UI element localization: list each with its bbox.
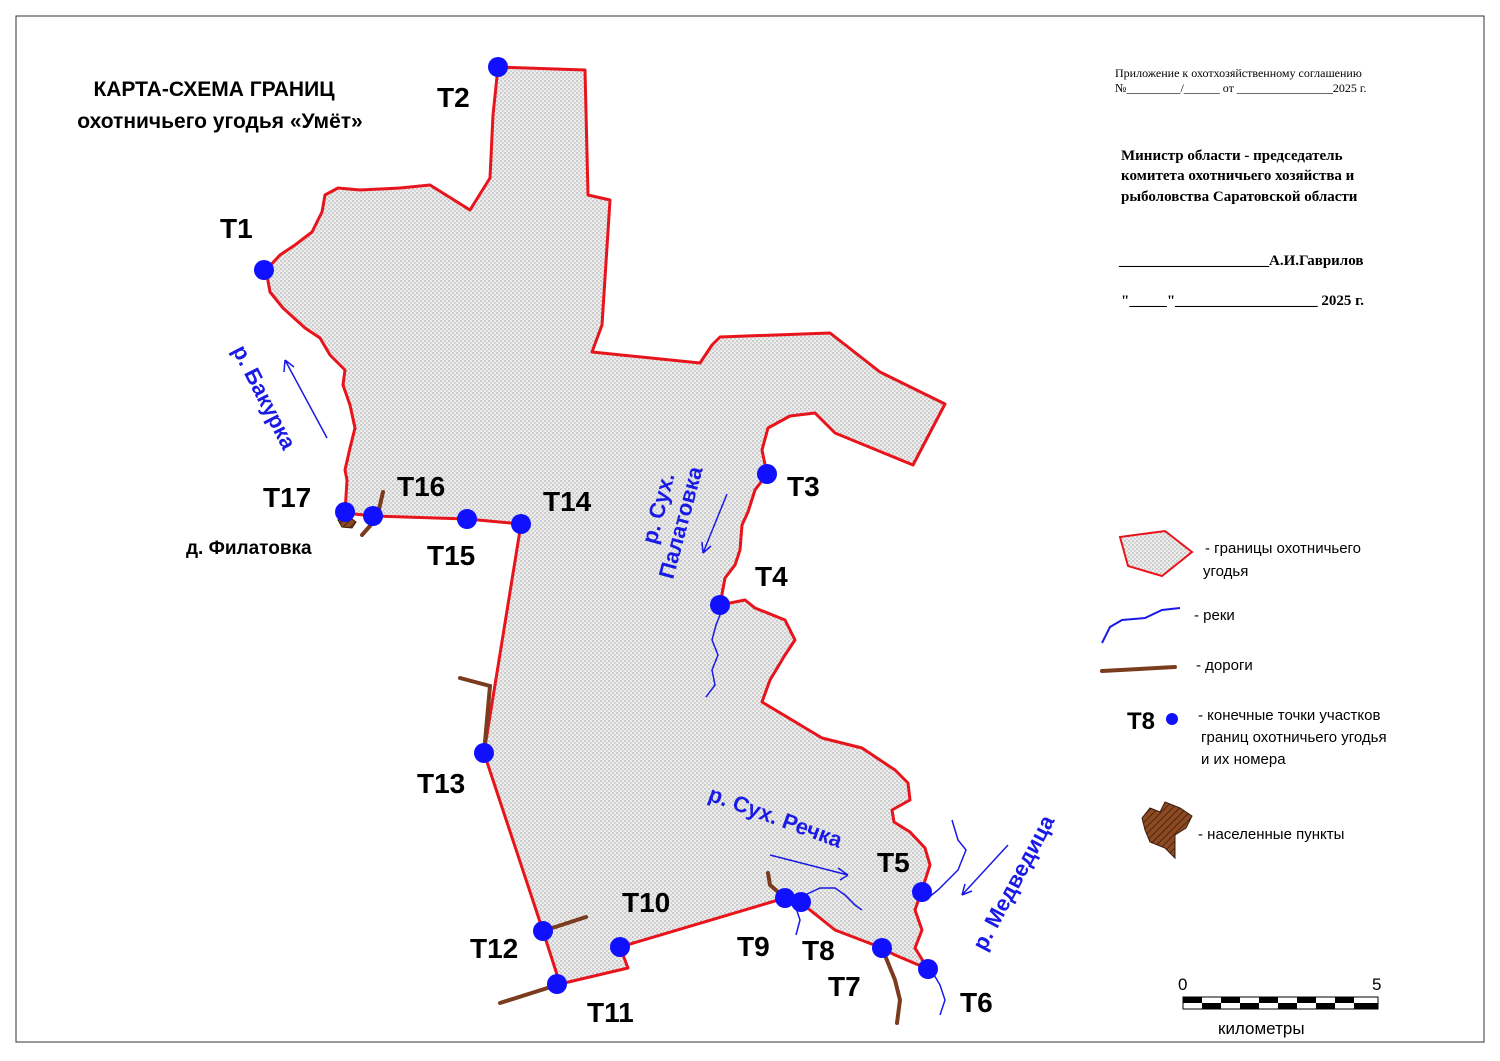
title-line-1: КАРТА-СХЕМА ГРАНИЦ: [93, 78, 335, 101]
scale-seg-9: [1335, 997, 1354, 1003]
point-t9: [775, 888, 795, 908]
scale-zero: 0: [1178, 975, 1187, 994]
appendix-line-2: №_________/______ от ________________202…: [1115, 81, 1366, 95]
approval-block: Приложение к охотхозяйственному соглашен…: [1115, 66, 1366, 309]
title-line-2: охотничьего угодья «Умёт»: [77, 110, 362, 133]
point-t13: [474, 743, 494, 763]
legend-boundary-swatch: [1118, 529, 1194, 578]
legend-settlement-swatch: [1141, 801, 1193, 860]
label-river-bakurka: р. Бакурка: [228, 341, 302, 454]
legend-river-swatch: [1101, 607, 1181, 644]
boundary-points: [254, 57, 938, 994]
scale-seg-5: [1259, 997, 1278, 1003]
official-line-3: рыболовства Саратовской области: [1121, 189, 1358, 205]
flow-arrows: [283, 359, 1009, 896]
legend: - границы охотничьего угодья - реки - до…: [1100, 529, 1387, 860]
scale-seg-2: [1202, 1003, 1221, 1009]
point-t16: [363, 506, 383, 526]
arrow-medveditsa: [961, 844, 1009, 896]
label-t4: Т4: [755, 561, 788, 592]
label-t10: Т10: [622, 887, 670, 918]
legend-road-swatch: [1100, 665, 1177, 673]
scale-five: 5: [1372, 975, 1381, 994]
scale-seg-10: [1354, 1003, 1378, 1009]
point-t2: [488, 57, 508, 77]
arrow-bakurka: [283, 359, 328, 439]
label-settlement-filatovka: д. Филатовка: [186, 538, 312, 559]
official-line-1: Министр области - председатель: [1121, 148, 1343, 164]
river-medveditsa: [927, 819, 967, 1016]
label-t13: Т13: [417, 768, 465, 799]
scale-seg-8: [1316, 1003, 1335, 1009]
label-t14: Т14: [543, 486, 592, 517]
map-title: КАРТА-СХЕМА ГРАНИЦ охотничьего угодья «У…: [77, 78, 362, 133]
legend-rivers-label: - реки: [1194, 607, 1235, 624]
legend-points-label-3: и их номера: [1201, 751, 1286, 768]
point-t12: [533, 921, 553, 941]
date-line: "_____"___________________ 2025 г.: [1121, 293, 1364, 309]
road-north-west: [458, 676, 493, 755]
arrow-rechka: [769, 854, 849, 881]
point-t10: [610, 937, 630, 957]
point-t3: [757, 464, 777, 484]
point-t14: [511, 514, 531, 534]
legend-boundary-label-1: - границы охотничьего: [1205, 540, 1361, 557]
river-palatovka: [705, 609, 723, 698]
legend-points-label-2: границ охотничьего угодья: [1201, 729, 1387, 746]
scale-bar: 0 5 километры: [1178, 975, 1381, 1038]
point-t5: [912, 882, 932, 902]
point-t11: [547, 974, 567, 994]
signature-line: ____________________А.И.Гаврилов: [1118, 253, 1363, 269]
road-t11: [498, 983, 559, 1005]
label-t5: Т5: [877, 847, 910, 878]
legend-points-label-1: - конечные точки участков: [1198, 707, 1380, 724]
label-t1: Т1: [220, 213, 253, 244]
point-labels: Т1 Т2 Т3 Т4 Т5 Т6 Т7 Т8 Т9 Т10 Т11 Т12 Т…: [220, 82, 993, 1028]
legend-point-swatch: [1166, 713, 1178, 725]
arrow-palatovka: [701, 493, 728, 554]
scale-seg-1: [1183, 997, 1202, 1003]
legend-settlements-label: - населенные пункты: [1198, 826, 1344, 843]
point-t6: [918, 959, 938, 979]
label-t2: Т2: [437, 82, 470, 113]
scale-seg-7: [1297, 997, 1316, 1003]
label-t6: Т6: [960, 987, 993, 1018]
scale-unit: километры: [1218, 1019, 1305, 1038]
official-line-2: комитета охотничьего хозяйства и: [1121, 168, 1355, 184]
appendix-line-1: Приложение к охотхозяйственному соглашен…: [1115, 66, 1362, 80]
point-t1: [254, 260, 274, 280]
label-t7: Т7: [828, 971, 861, 1002]
legend-roads-label: - дороги: [1196, 657, 1253, 674]
point-t8: [791, 892, 811, 912]
label-river-medveditsa: р. Медведица: [967, 810, 1059, 954]
label-t9: Т9: [737, 931, 770, 962]
road-t7: [880, 946, 903, 1025]
scale-seg-4: [1240, 1003, 1259, 1009]
label-t17: Т17: [263, 482, 311, 513]
scale-seg-6: [1278, 1003, 1297, 1009]
label-t3: Т3: [787, 471, 820, 502]
legend-boundary-label-2: угодья: [1203, 563, 1248, 580]
label-t15: Т15: [427, 540, 475, 571]
label-t8: Т8: [802, 935, 835, 966]
label-t16: Т16: [397, 471, 445, 502]
point-t17: [335, 502, 355, 522]
point-t7: [872, 938, 892, 958]
point-t4: [710, 595, 730, 615]
label-t11: Т11: [587, 997, 634, 1028]
page-frame: [15, 15, 1485, 1043]
label-t12: Т12: [470, 933, 518, 964]
point-t15: [457, 509, 477, 529]
legend-point-sample: Т8: [1127, 708, 1155, 735]
scale-seg-3: [1221, 997, 1240, 1003]
